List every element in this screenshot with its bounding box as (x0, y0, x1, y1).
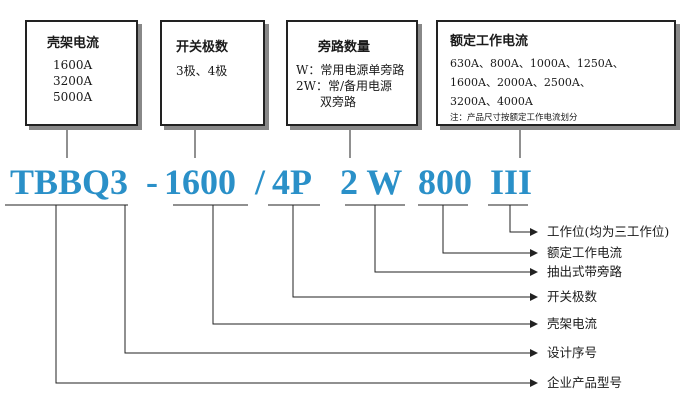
arrow-frame (530, 320, 538, 328)
legend-positions: 工作位(均为三工作位) (547, 224, 670, 239)
arrow-bypass (530, 268, 538, 276)
model-bypass: 2 W (340, 162, 403, 202)
leader-rated (442, 205, 530, 254)
frame-current-value: 5000A (53, 90, 93, 104)
leader-poles (292, 205, 530, 298)
rated-current-value: 630A、800A、1000A、1250A、 (450, 57, 624, 70)
legend-design-no: 设计序号 (547, 345, 598, 360)
arrow-product (530, 379, 538, 387)
leader-product (55, 205, 530, 384)
bypass-count-box: 旁路数量 W：常用电源单旁路 2W：常/备用电源 双旁路 (286, 20, 418, 126)
arrow-rated (530, 249, 538, 257)
frame-current-title: 壳架电流 (47, 36, 100, 51)
model-poles: 4P (272, 162, 312, 202)
arrow-position (530, 228, 538, 236)
bypass-count-value: 2W：常/备用电源 (296, 79, 393, 93)
bypass-count-value: W：常用电源单旁路 (296, 63, 405, 77)
rated-current-title: 额定工作电流 (450, 34, 529, 49)
model-dash: - (146, 162, 158, 202)
legend-product-model: 企业产品型号 (547, 375, 623, 390)
frame-current-box: 壳架电流 1600A 3200A 5000A (25, 20, 138, 126)
model-slash: / (255, 162, 266, 202)
arrow-poles (530, 293, 538, 301)
model-series: TBBQ3 (10, 162, 129, 202)
model-rated: 800 (418, 162, 472, 202)
rated-current-box: 额定工作电流 630A、800A、1000A、1250A、 1600A、2000… (436, 20, 676, 126)
leader-frame (212, 205, 530, 325)
rated-current-value: 3200A、4000A (450, 95, 533, 108)
poles-box: 开关极数 3极、4极 (160, 20, 265, 126)
rated-current-value: 1600A、2000A、2500A、 (450, 76, 591, 89)
leader-bypass (374, 205, 530, 273)
bypass-count-title: 旁路数量 (318, 40, 371, 55)
legend-poles: 开关极数 (547, 289, 598, 304)
bypass-count-value: 双旁路 (320, 95, 357, 109)
model-position: III (490, 162, 533, 202)
poles-title: 开关极数 (176, 40, 229, 55)
leader-design (124, 205, 530, 354)
legend-drawout-bypass: 抽出式带旁路 (547, 264, 623, 279)
rated-current-note: 注：产品尺寸按额定工作电流划分 (450, 113, 578, 123)
legend-rated-current: 额定工作电流 (547, 245, 623, 260)
arrow-design (530, 349, 538, 357)
legend-frame-current: 壳架电流 (547, 316, 598, 331)
frame-current-value: 3200A (53, 74, 93, 88)
poles-value: 3极、4极 (176, 64, 228, 78)
leader-position (509, 205, 530, 233)
frame-current-value: 1600A (53, 58, 93, 72)
model-frame: 1600 (164, 162, 236, 202)
